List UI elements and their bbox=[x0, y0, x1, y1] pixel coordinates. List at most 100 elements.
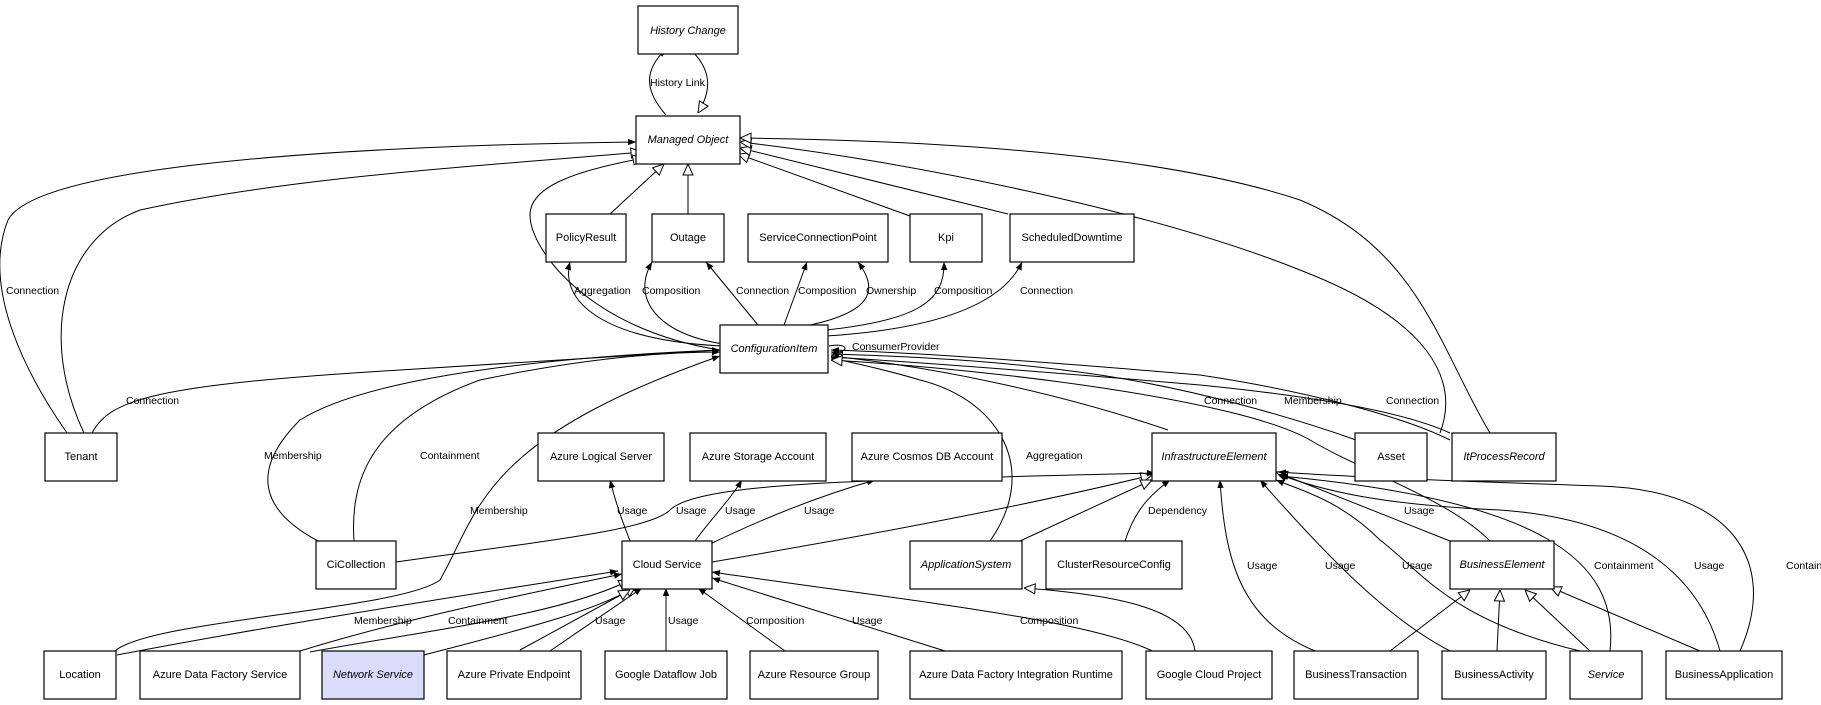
edge-cs-storage bbox=[694, 479, 743, 542]
edge-tenant-mo-inherit bbox=[60, 152, 642, 434]
edge-ci-self bbox=[828, 344, 846, 357]
edge-infra-ci bbox=[831, 356, 1169, 431]
node-cluster-resource-config[interactable]: ClusterResourceConfig bbox=[1045, 540, 1183, 590]
node-label: Google Dataflow Job bbox=[615, 669, 717, 681]
edge-cs-infra bbox=[711, 475, 1152, 563]
node-application-system[interactable]: ApplicationSystem bbox=[909, 540, 1023, 590]
edge-ci-scp-own bbox=[809, 261, 870, 326]
node-business-element[interactable]: BusinessElement bbox=[1449, 540, 1555, 590]
node-label: Kpi bbox=[938, 232, 954, 244]
edge-ci-outage-conn bbox=[705, 261, 759, 326]
node-scheduled-downtime[interactable]: ScheduledDowntime bbox=[1009, 213, 1135, 263]
node-label: BusinessTransaction bbox=[1305, 669, 1407, 681]
edge-bizapp-infra-usage bbox=[1277, 473, 1721, 652]
edge-adf-cs-containment bbox=[299, 572, 623, 652]
node-outage[interactable]: Outage bbox=[651, 213, 725, 263]
node-tenant[interactable]: Tenant bbox=[44, 432, 118, 482]
node-label: BusinessElement bbox=[1460, 559, 1546, 571]
label-connection: Connection bbox=[1204, 395, 1257, 407]
label-usage: Usage bbox=[852, 615, 883, 627]
edge-adf-cs-inherit bbox=[309, 580, 630, 653]
label-membership: Membership bbox=[354, 615, 412, 627]
edge-biztrans-infra bbox=[1217, 479, 1316, 652]
node-label: Azure Logical Server bbox=[550, 451, 652, 463]
label-usage: Usage bbox=[595, 615, 626, 627]
edge-labels: History Link Connection Aggregation Comp… bbox=[6, 77, 1821, 627]
edge-cicoll-ci-membership bbox=[267, 347, 721, 542]
edge-biztrans-bizelem bbox=[1389, 590, 1470, 652]
edge-ci-policy bbox=[564, 261, 723, 347]
edge-gcp-cs bbox=[711, 570, 1161, 656]
node-asset[interactable]: Asset bbox=[1354, 432, 1428, 482]
node-kpi[interactable]: Kpi bbox=[909, 213, 983, 263]
node-business-application[interactable]: BusinessApplication bbox=[1665, 650, 1783, 700]
label-usage: Usage bbox=[725, 505, 756, 517]
node-google-cloud-project[interactable]: Google Cloud Project bbox=[1145, 650, 1273, 700]
node-azure-data-factory-service[interactable]: Azure Data Factory Service bbox=[139, 650, 301, 700]
node-label: Azure Private Endpoint bbox=[458, 669, 571, 681]
node-azure-storage-account[interactable]: Azure Storage Account bbox=[689, 432, 827, 482]
node-service[interactable]: Service bbox=[1569, 650, 1643, 700]
node-azure-data-factory-integration-runtime[interactable]: Azure Data Factory Integration Runtime bbox=[909, 650, 1123, 700]
label-usage: Usage bbox=[668, 615, 699, 627]
node-label: BusinessActivity bbox=[1454, 669, 1534, 681]
node-policy-result[interactable]: PolicyResult bbox=[545, 213, 627, 263]
edge-service-infra bbox=[1275, 479, 1581, 652]
edge-ci-kpi bbox=[825, 261, 948, 331]
edge-cicoll-infra bbox=[395, 470, 1156, 563]
node-ci-collection[interactable]: CiCollection bbox=[315, 540, 397, 590]
node-google-dataflow-job[interactable]: Google Dataflow Job bbox=[604, 650, 728, 700]
node-business-transaction[interactable]: BusinessTransaction bbox=[1293, 650, 1419, 700]
label-connection: Connection bbox=[6, 285, 59, 297]
node-azure-private-endpoint[interactable]: Azure Private Endpoint bbox=[446, 650, 582, 700]
node-label: InfrastructureElement bbox=[1161, 451, 1267, 463]
label-composition: Composition bbox=[1020, 615, 1079, 627]
node-cloud-service[interactable]: Cloud Service bbox=[621, 540, 713, 590]
edge-itpr-mo bbox=[740, 138, 1491, 434]
label-history-link: History Link bbox=[650, 77, 706, 89]
edge-policy-mo bbox=[609, 164, 664, 215]
node-location[interactable]: Location bbox=[43, 650, 117, 700]
node-label: Service bbox=[1588, 669, 1625, 681]
edge-appsys-ci bbox=[830, 356, 1013, 542]
node-azure-cosmos-db-account[interactable]: Azure Cosmos DB Account bbox=[851, 432, 1003, 482]
edge-sched-mo bbox=[740, 148, 1009, 215]
label-usage: Usage bbox=[676, 505, 707, 517]
node-managed-object[interactable]: Managed Object bbox=[635, 115, 741, 165]
node-label: Azure Cosmos DB Account bbox=[861, 451, 994, 463]
node-infrastructure-element[interactable]: InfrastructureElement bbox=[1151, 432, 1277, 482]
label-connection: Connection bbox=[1020, 285, 1073, 297]
edge-location-ci bbox=[114, 355, 721, 652]
node-history-change[interactable]: History Change bbox=[637, 5, 739, 55]
node-azure-logical-server[interactable]: Azure Logical Server bbox=[537, 432, 665, 482]
edge-cs-logical bbox=[608, 479, 631, 542]
node-configuration-item[interactable]: ConfigurationItem bbox=[719, 324, 829, 374]
node-label: Asset bbox=[1377, 451, 1405, 463]
node-business-activity[interactable]: BusinessActivity bbox=[1441, 650, 1547, 700]
edge-cluster-infra bbox=[1124, 479, 1171, 542]
edge-itpr-ci-membership bbox=[830, 354, 1451, 434]
edge-history-inherit bbox=[689, 48, 708, 113]
node-azure-resource-group[interactable]: Azure Resource Group bbox=[749, 650, 879, 700]
edge-service-infra-containment bbox=[1279, 473, 1612, 652]
node-label: Outage bbox=[670, 232, 706, 244]
label-usage: Usage bbox=[1404, 505, 1435, 517]
label-containment: Containment bbox=[1786, 560, 1821, 572]
node-label: Managed Object bbox=[648, 134, 730, 146]
node-label: ItProcessRecord bbox=[1463, 451, 1545, 463]
node-label: CiCollection bbox=[327, 559, 386, 571]
node-network-service[interactable]: Network Service bbox=[321, 650, 425, 700]
label-usage: Usage bbox=[804, 505, 835, 517]
edge-kpi-mo bbox=[738, 154, 911, 217]
node-service-connection-point[interactable]: ServiceConnectionPoint bbox=[747, 213, 889, 263]
edge-location-cs bbox=[116, 569, 619, 656]
node-label: Azure Data Factory Service bbox=[153, 669, 288, 681]
label-connection: Connection bbox=[1386, 395, 1439, 407]
edge-service-bizelem bbox=[1525, 590, 1591, 652]
node-label: Google Cloud Project bbox=[1157, 669, 1262, 681]
label-containment: Containment bbox=[1594, 560, 1654, 572]
node-it-process-record[interactable]: ItProcessRecord bbox=[1451, 432, 1557, 482]
label-usage: Usage bbox=[617, 505, 648, 517]
label-composition: Composition bbox=[746, 615, 805, 627]
